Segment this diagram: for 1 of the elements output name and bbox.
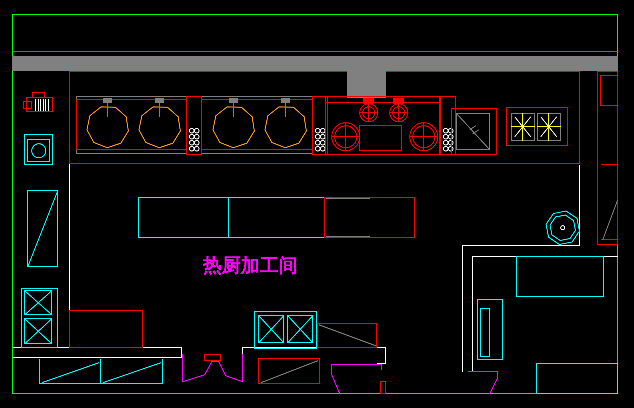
room-label: 热厨加工间: [203, 257, 298, 276]
